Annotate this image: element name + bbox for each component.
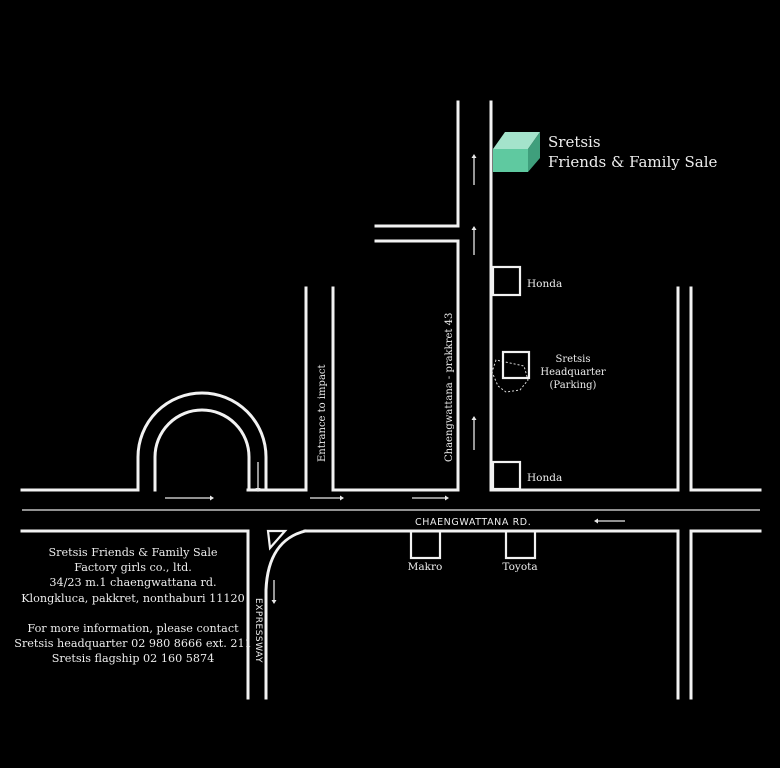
headquarter-label-2: Headquarter <box>540 367 606 378</box>
main-road-label: CHAENGWATTANA RD. <box>415 517 531 528</box>
u-turn-loop-inner <box>153 408 251 492</box>
info-company: Factory girls co., ltd. <box>74 561 192 575</box>
toyota-building <box>504 529 537 560</box>
destination-name: Sretsis <box>548 133 601 151</box>
impact-road-label: Entrance to impact <box>317 364 328 462</box>
toyota-label: Toyota <box>502 561 537 573</box>
info-phone-headquarter: Sretsis headquarter 02 980 8666 ext. 211 <box>14 637 252 651</box>
headquarter-label-3: (Parking) <box>550 380 597 391</box>
sretsis-location-marker <box>493 132 540 172</box>
info-address-2: Klongkluca, pakkret, nonthaburi 11120 <box>21 591 245 605</box>
headquarter-building <box>491 350 531 393</box>
info-phone-flagship: Sretsis flagship 02 160 5874 <box>51 652 215 666</box>
info-spacer <box>8 606 258 621</box>
chaengwattana-road <box>20 488 762 533</box>
soi-43-road <box>374 100 493 492</box>
honda-top-label: Honda <box>527 278 562 290</box>
contact-info-block: Sretsis Friends & Family Sale Factory gi… <box>8 545 258 666</box>
makro-label: Makro <box>408 561 443 573</box>
info-event-title: Sretsis Friends & Family Sale <box>48 546 218 559</box>
soi-road-label: Chaengwattana - prakkret 43 <box>444 313 455 462</box>
u-turn-loop <box>136 391 268 492</box>
honda-bottom-label: Honda <box>527 472 562 484</box>
expressway-label: EXPRESSWAY <box>253 598 263 663</box>
expressway-road <box>246 529 307 700</box>
honda-top-building <box>491 265 522 297</box>
headquarter-label-1: Sretsis <box>555 354 590 365</box>
info-address-1: 34/23 m.1 chaengwattana rd. <box>49 576 217 590</box>
destination-event: Friends & Family Sale <box>548 153 718 171</box>
makro-building <box>409 529 442 560</box>
honda-bottom-building <box>491 460 522 491</box>
impact-road <box>304 286 335 492</box>
direction-arrows <box>165 154 625 604</box>
right-cross-road <box>676 286 693 700</box>
info-contact-heading: For more information, please contact <box>27 621 239 635</box>
